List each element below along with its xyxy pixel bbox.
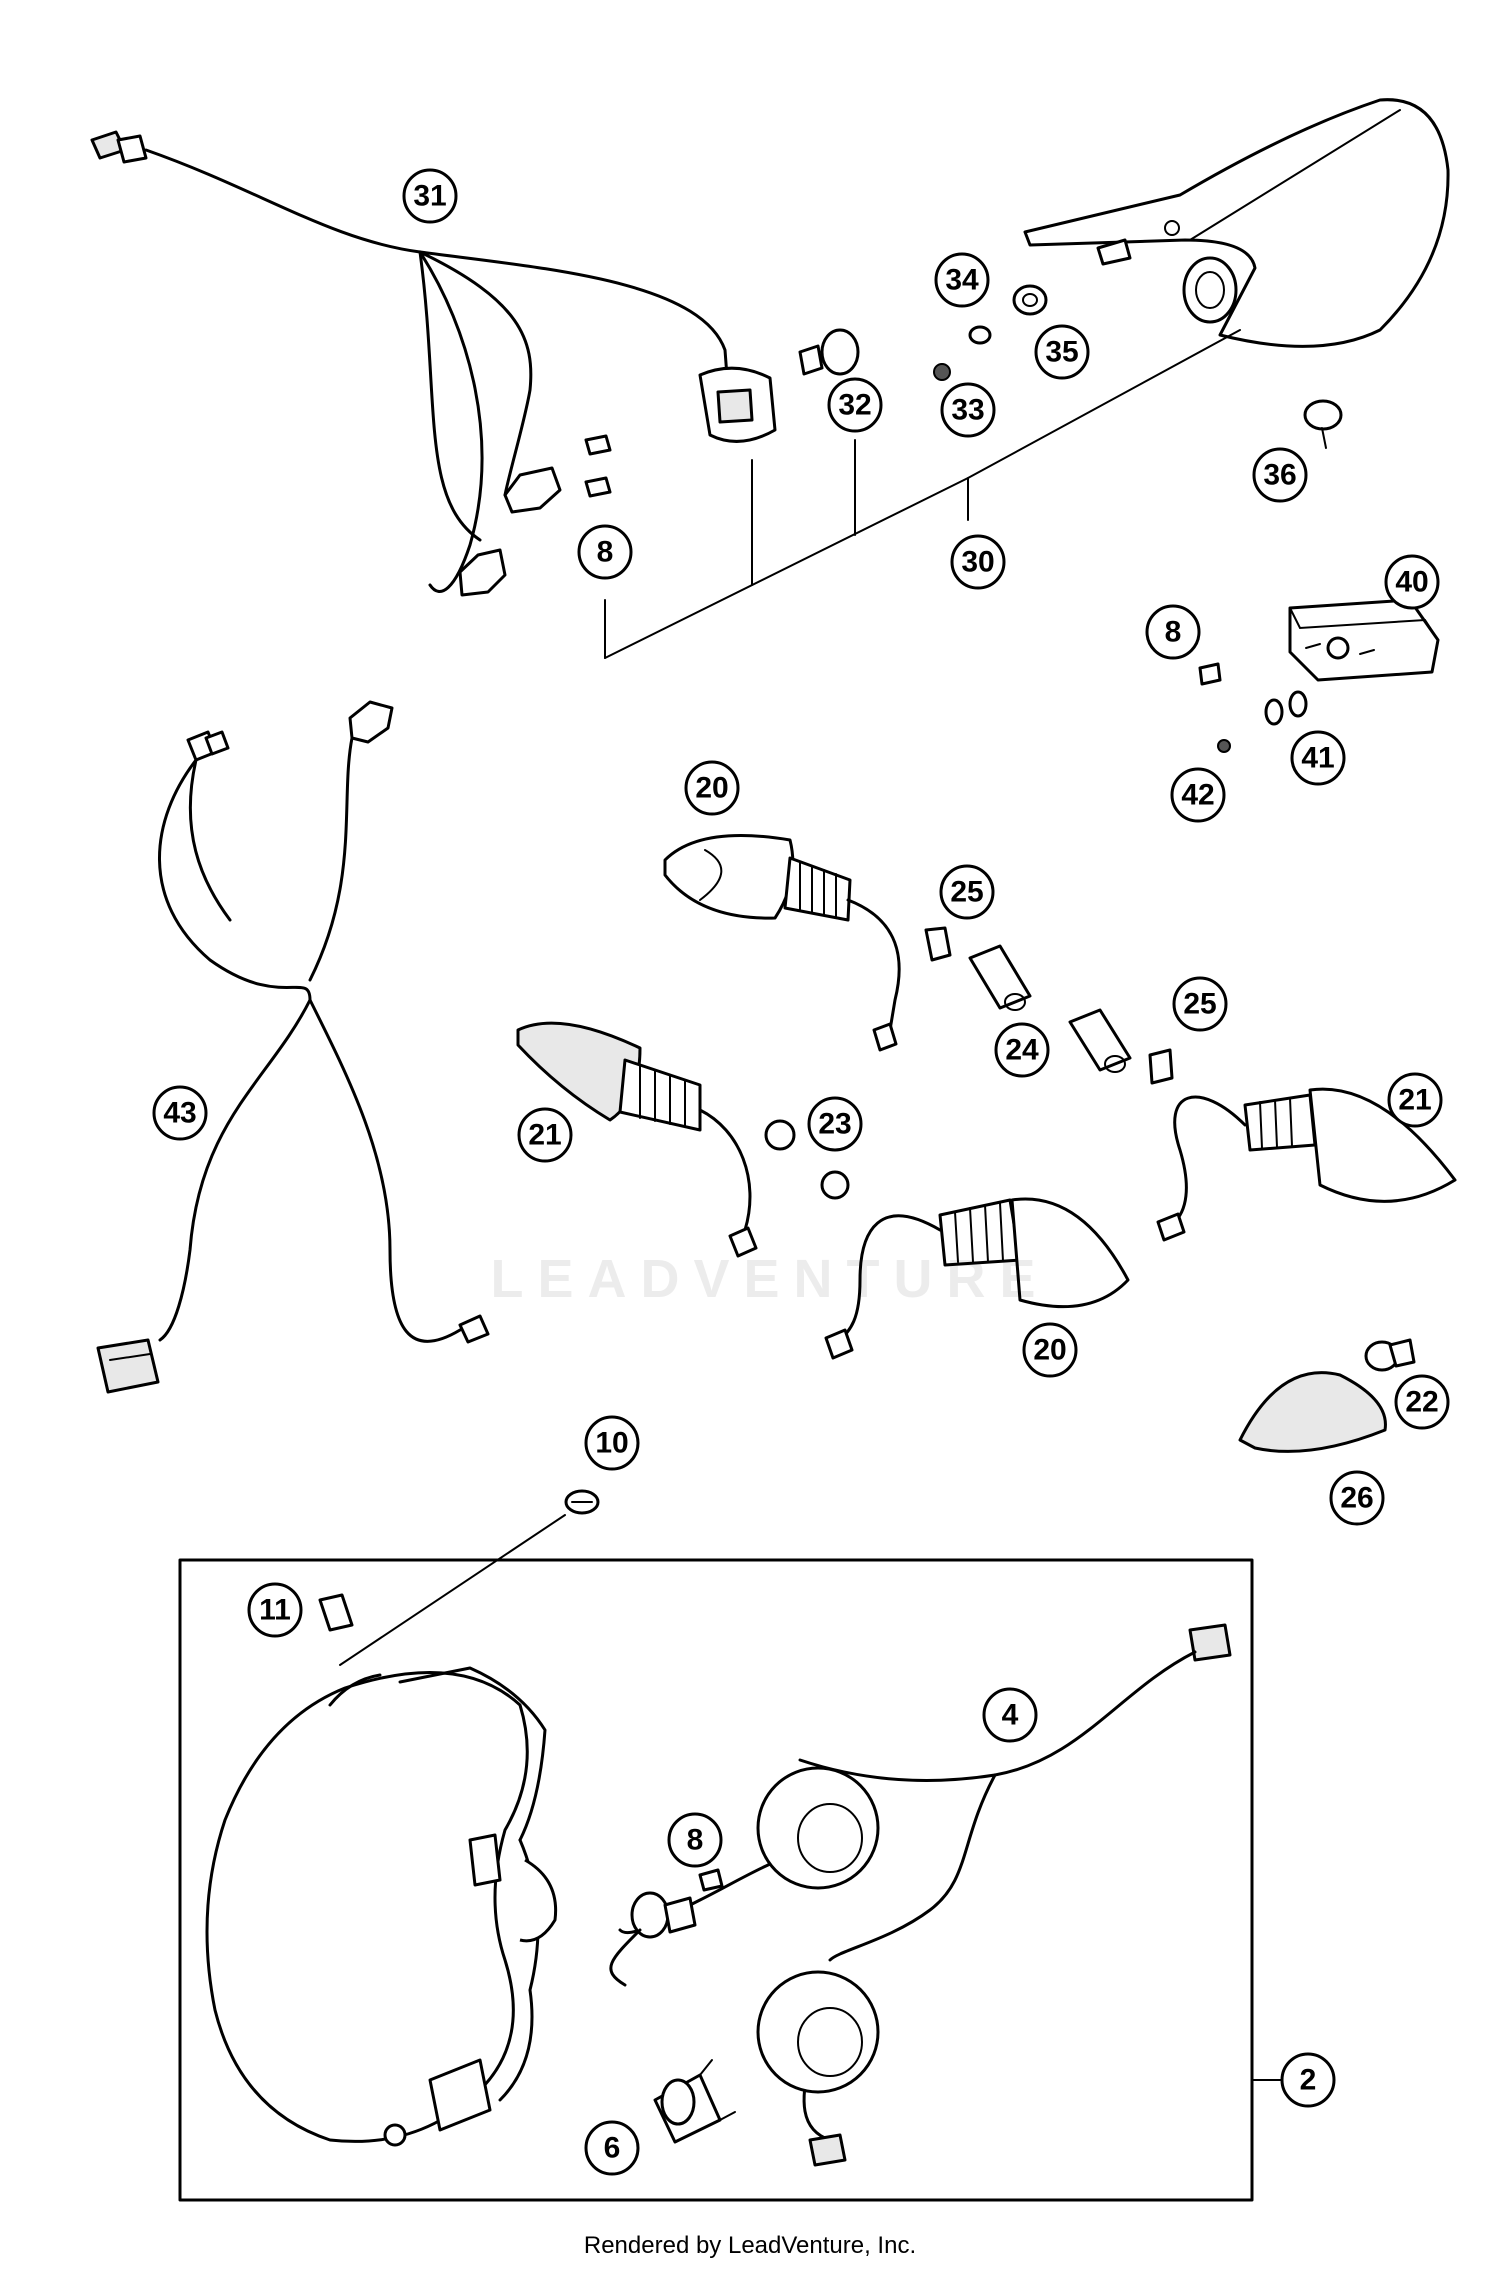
svg-text:32: 32 — [838, 389, 871, 422]
nut-42 — [1217, 739, 1231, 753]
callout-24: 24 — [994, 1022, 1050, 1078]
callout-11: 11 — [247, 1582, 303, 1638]
callout-23: 23 — [807, 1096, 863, 1152]
bulb-22 — [1364, 1338, 1416, 1372]
callout-42: 42 — [1170, 767, 1226, 823]
callout-32: 32 — [827, 377, 883, 433]
bulb-32 — [798, 328, 860, 376]
callout-20-lower: 20 — [1022, 1322, 1078, 1378]
bulb-8b — [584, 476, 612, 498]
callout-36: 36 — [1252, 447, 1308, 503]
license-light-40 — [1288, 598, 1440, 682]
lens-26 — [1238, 1371, 1387, 1453]
callout-35: 35 — [1034, 324, 1090, 380]
svg-text:24: 24 — [1005, 1034, 1039, 1067]
screw-10 — [564, 1489, 600, 1515]
svg-text:33: 33 — [951, 394, 984, 427]
washer-41b — [1288, 690, 1308, 718]
headlight-bulb-6 — [653, 2059, 736, 2144]
nut-33 — [933, 363, 951, 381]
headlight-assembly-box — [178, 1558, 1254, 2202]
spacer-24a — [968, 944, 1032, 1010]
grommet-25a — [924, 926, 952, 962]
callout-43: 43 — [152, 1085, 208, 1141]
svg-text:20: 20 — [1033, 1334, 1066, 1367]
callout-6: 6 — [584, 2120, 640, 2176]
pin-36 — [1303, 399, 1343, 449]
callout-30: 30 — [950, 534, 1006, 590]
callout-26: 26 — [1329, 1470, 1385, 1526]
turn-signal-20-lower — [824, 1197, 1130, 1360]
callout-25-upper: 25 — [939, 864, 995, 920]
svg-text:41: 41 — [1301, 742, 1334, 775]
spacer-24b — [1068, 1008, 1132, 1072]
tail-fairing — [1023, 98, 1450, 348]
callout-34: 34 — [934, 252, 990, 308]
svg-text:22: 22 — [1405, 1386, 1438, 1419]
svg-text:11: 11 — [259, 1594, 291, 1627]
turn-signal-21-right — [1156, 1087, 1457, 1242]
svg-text:34: 34 — [945, 264, 979, 297]
callout-40: 40 — [1384, 554, 1440, 610]
headlight-housing — [205, 1666, 558, 2147]
callout-31: 31 — [402, 168, 458, 224]
svg-text:26: 26 — [1340, 1482, 1373, 1515]
callout-10: 10 — [584, 1415, 640, 1471]
grommet-25b — [1148, 1048, 1174, 1085]
svg-text:8: 8 — [597, 536, 614, 569]
svg-text:30: 30 — [961, 546, 994, 579]
svg-text:23: 23 — [818, 1108, 851, 1141]
callout-4: 4 — [982, 1687, 1038, 1743]
svg-text:31: 31 — [413, 180, 446, 213]
svg-text:25: 25 — [1183, 988, 1216, 1021]
svg-text:2: 2 — [1300, 2064, 1317, 2097]
svg-text:25: 25 — [950, 876, 983, 909]
svg-text:8: 8 — [687, 1824, 704, 1857]
bulb-8c — [1198, 662, 1222, 686]
bulb-8a — [584, 434, 612, 456]
callout-22: 22 — [1394, 1374, 1450, 1430]
wiring-harness-31 — [90, 130, 777, 597]
svg-text:36: 36 — [1263, 459, 1296, 492]
clip-11 — [318, 1593, 354, 1632]
svg-text:35: 35 — [1045, 336, 1078, 369]
svg-text:4: 4 — [1002, 1699, 1019, 1732]
wiring-harness-4 — [618, 1623, 1232, 2167]
callout-33: 33 — [940, 382, 996, 438]
nut-23b — [820, 1170, 850, 1200]
callout-2: 2 — [1280, 2052, 1336, 2108]
callout-8-top: 8 — [577, 524, 633, 580]
svg-text:8: 8 — [1165, 616, 1182, 649]
nut-23a — [764, 1119, 796, 1151]
svg-text:40: 40 — [1395, 566, 1428, 599]
turn-signal-20-upper — [663, 834, 901, 1052]
watermark: LEADVENTURE — [490, 1249, 1050, 1309]
wiring-harness-43 — [96, 700, 490, 1394]
washer-41a — [1264, 698, 1284, 726]
svg-text:21: 21 — [1398, 1084, 1431, 1117]
bulb-8d — [698, 1868, 724, 1892]
callout-41: 41 — [1290, 730, 1346, 786]
svg-text:6: 6 — [604, 2132, 621, 2165]
leader-10 — [339, 1514, 566, 1666]
callout-21-right: 21 — [1387, 1072, 1443, 1128]
svg-text:21: 21 — [528, 1119, 561, 1152]
turn-signal-21-left — [516, 1021, 758, 1258]
callout-21-left: 21 — [517, 1107, 573, 1163]
credit-text: Rendered by LeadVenture, Inc. — [583, 2232, 917, 2259]
bulb-socket-8 — [609, 1891, 697, 1987]
washer-34 — [968, 325, 992, 345]
svg-text:10: 10 — [595, 1427, 628, 1460]
callout-8-lower: 8 — [667, 1812, 723, 1868]
callout-8-right: 8 — [1145, 604, 1201, 660]
svg-text:20: 20 — [695, 772, 728, 805]
spacer-35 — [1012, 284, 1048, 316]
svg-text:43: 43 — [163, 1097, 196, 1130]
callout-20-upper: 20 — [684, 760, 740, 816]
svg-text:42: 42 — [1181, 779, 1214, 812]
callout-25-lower: 25 — [1172, 976, 1228, 1032]
